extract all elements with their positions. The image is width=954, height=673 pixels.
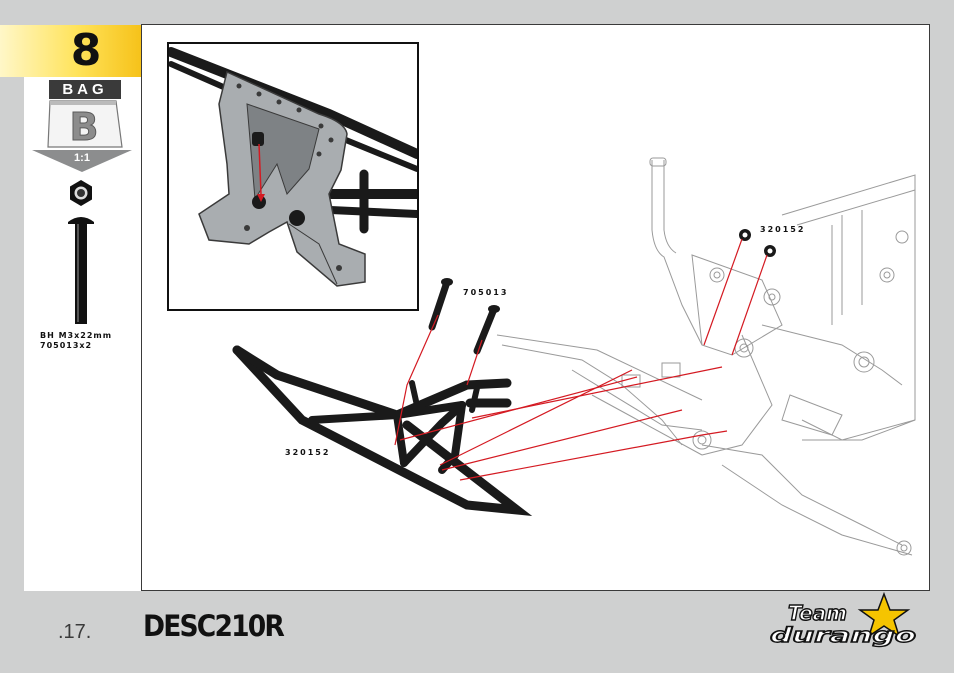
hardware-description: BH M3x22mm <box>40 331 113 340</box>
screw-icon <box>68 217 94 324</box>
scale-label: 1:1 <box>74 152 90 164</box>
hardware-part-number: 705013x2 <box>40 341 93 350</box>
chassis-drawing <box>496 157 916 556</box>
bag-letter: B <box>70 105 99 149</box>
assembly-illustration <box>232 157 916 556</box>
detail-drawing <box>166 47 422 287</box>
team-durango-logo: Team durango <box>769 592 917 648</box>
page-number: .17. <box>58 621 92 643</box>
step-number: 8 <box>70 25 102 76</box>
guide-lines <box>394 238 768 481</box>
nut-part-callout: 320152 <box>760 225 806 234</box>
model-logo: DESC210R <box>143 609 286 641</box>
bumper-part-callout: 320152 <box>285 448 331 457</box>
scale-arrow-icon <box>32 150 132 172</box>
brand-logo-line1: Team <box>788 601 847 625</box>
nut-icon <box>70 180 92 206</box>
model-logo-text: DESC210R <box>143 609 285 641</box>
brand-logo-line2: durango <box>770 623 916 647</box>
screws-drawing <box>428 278 500 355</box>
bumper-drawing <box>232 345 533 517</box>
step-header <box>0 25 141 77</box>
screw-part-callout: 705013 <box>463 288 509 297</box>
bag-icon: B <box>47 100 123 150</box>
detail-inset <box>166 42 422 311</box>
nuts-drawing <box>739 229 776 257</box>
assembly-panel: 705013 320152 320152 <box>141 24 930 591</box>
bag-label: BAG <box>49 80 121 99</box>
